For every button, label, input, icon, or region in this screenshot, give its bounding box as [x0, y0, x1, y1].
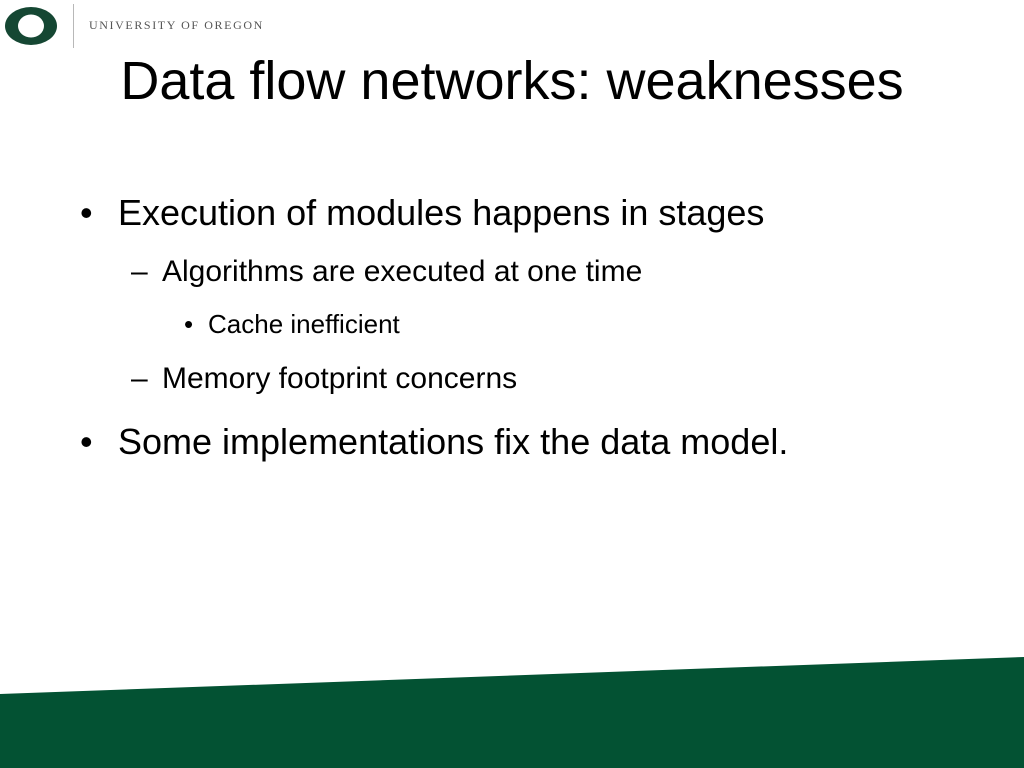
bullet-marker: • — [184, 309, 194, 339]
bullet-marker: • — [80, 421, 93, 462]
brand-divider — [73, 4, 74, 48]
bullet-marker: – — [131, 362, 148, 395]
bullet-text: Some implementations fix the data model. — [118, 421, 789, 462]
slide-title: Data flow networks: weaknesses — [120, 51, 904, 111]
institution-name: UNIVERSITY OF OREGON — [89, 18, 264, 32]
bullet-text: Execution of modules happens in stages — [118, 192, 765, 233]
bullet-text: Memory footprint concerns — [162, 362, 518, 395]
bullet-text: Cache inefficient — [208, 309, 400, 339]
bullet-marker: • — [80, 192, 93, 233]
oregon-o-logo-icon — [5, 7, 57, 45]
bullet-marker: – — [131, 255, 148, 288]
bullet-text: Algorithms are executed at one time — [162, 255, 643, 288]
